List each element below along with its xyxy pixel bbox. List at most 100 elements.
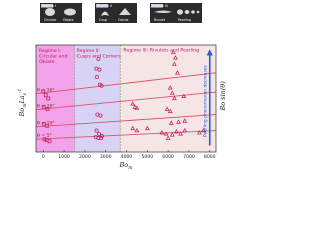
y-axis-label-part: La xyxy=(18,95,26,104)
inset-header: Regime I xyxy=(42,4,56,8)
x-tick-label: 2000 xyxy=(79,154,91,160)
marker-triangle xyxy=(167,108,173,113)
inset-image-2 xyxy=(95,3,137,23)
theta-label: θ = 5° xyxy=(37,133,52,139)
marker-triangle xyxy=(169,90,175,95)
marker-triangle xyxy=(182,127,188,133)
inset-images: Regime I Circular Oblate Regime II Cusp Corne… xyxy=(40,3,202,23)
x-tick-label: 7000 xyxy=(183,154,195,160)
marker-triangle xyxy=(174,129,179,134)
regime-label-3: Regime III: Rivulets and Pearling xyxy=(123,48,199,54)
marker-triangle xyxy=(175,70,180,75)
marker-triangle xyxy=(134,127,140,133)
y-axis-label-part: -1 xyxy=(17,89,23,93)
x-tick-label: 5000 xyxy=(141,154,153,160)
marker-triangle xyxy=(132,104,138,109)
marker-triangle xyxy=(168,120,174,125)
marker-triangle xyxy=(170,49,176,55)
marker-triangle xyxy=(134,105,140,110)
marker-circle xyxy=(96,56,101,61)
marker-circle xyxy=(100,133,104,138)
data-markers xyxy=(41,49,206,144)
inset-label: Rivulet xyxy=(154,18,166,22)
inset-label: Circular xyxy=(44,18,57,22)
marker-triangle xyxy=(164,106,170,111)
arrow-label: Pearling phenomenon decreases xyxy=(202,65,208,137)
inset-header: Regime III xyxy=(152,4,168,8)
drop-pearl xyxy=(191,10,195,14)
marker-square xyxy=(46,96,51,101)
theta-label: θ = 30° xyxy=(37,87,55,93)
marker-triangle xyxy=(201,127,206,133)
inset-header-box xyxy=(96,4,108,8)
drop-pearl xyxy=(184,10,190,14)
marker-triangle xyxy=(196,130,202,135)
regime-boundaries xyxy=(74,45,121,152)
marker-circle xyxy=(95,75,99,80)
inset-image-1 xyxy=(40,3,82,23)
theta-labels: θ = 30° θ = 20° θ = 10° θ = 5° xyxy=(37,87,55,138)
marker-square xyxy=(42,137,47,142)
pearling-arrow: Pearling phenomenon decreases xyxy=(202,49,213,146)
marker-triangle xyxy=(181,93,187,99)
x-axis-label-sub: m xyxy=(128,166,132,171)
inset-label: Oblate xyxy=(63,18,74,22)
marker-triangle xyxy=(171,95,177,101)
x-tick-label: 6000 xyxy=(162,154,174,160)
marker-circle xyxy=(97,67,102,72)
marker-circle xyxy=(94,128,99,133)
marker-triangle xyxy=(165,135,171,140)
x-tick-label: 4000 xyxy=(121,154,133,160)
y-axis-label: BomLas-1 xyxy=(17,89,28,118)
drop-rivulet xyxy=(154,10,172,13)
marker-square xyxy=(41,105,46,109)
regime-label-1: Regime I: xyxy=(39,48,62,54)
marker-circle xyxy=(99,136,104,141)
theta-label: θ = 10° xyxy=(37,121,55,127)
x-axis-label-main: Bo xyxy=(119,161,129,169)
regime-region-1 xyxy=(36,45,75,152)
drop-oblate xyxy=(64,8,76,16)
regime-label-1: Circular and xyxy=(39,54,67,60)
marker-circle xyxy=(96,136,101,141)
theta-line xyxy=(35,72,217,95)
x-tick-label: 8000 xyxy=(204,154,216,160)
marker-triangle xyxy=(178,131,184,136)
regime-label-1: Oblate xyxy=(39,59,55,65)
marker-square xyxy=(41,89,46,94)
inset-header-box xyxy=(41,4,53,8)
marker-triangle xyxy=(144,125,150,131)
marker-triangle xyxy=(159,130,165,135)
inset-label: Pearling xyxy=(178,18,191,22)
marker-circle xyxy=(99,83,104,88)
marker-square xyxy=(45,107,50,112)
x-tick-label: 3000 xyxy=(100,154,112,160)
marker-triangle xyxy=(171,61,177,66)
marker-square xyxy=(45,123,49,128)
regime-label-2: Cusps and Corners xyxy=(77,54,122,60)
marker-triangle xyxy=(163,131,169,136)
marker-triangle xyxy=(176,119,181,124)
marker-square xyxy=(47,139,52,144)
theta-line xyxy=(35,91,217,111)
marker-triangle xyxy=(169,132,175,137)
inset-header-box xyxy=(151,4,163,8)
drop-corner xyxy=(119,8,131,15)
drop-circular xyxy=(45,8,55,16)
theta-label: θ = 20° xyxy=(37,103,55,109)
marker-triangle xyxy=(182,118,188,123)
x-axis-label: Bom xyxy=(119,161,133,171)
marker-circle xyxy=(97,131,102,136)
inset-label: Cusp xyxy=(99,18,107,22)
plot-frame xyxy=(35,44,217,153)
drop-cusp xyxy=(101,11,109,16)
marker-square xyxy=(43,93,48,98)
marker-triangle xyxy=(167,85,173,90)
theta-line xyxy=(35,114,217,128)
inset-label: Corner xyxy=(118,18,129,22)
inset-header: Regime II xyxy=(97,4,112,8)
x-tick-label: 1000 xyxy=(58,154,70,160)
